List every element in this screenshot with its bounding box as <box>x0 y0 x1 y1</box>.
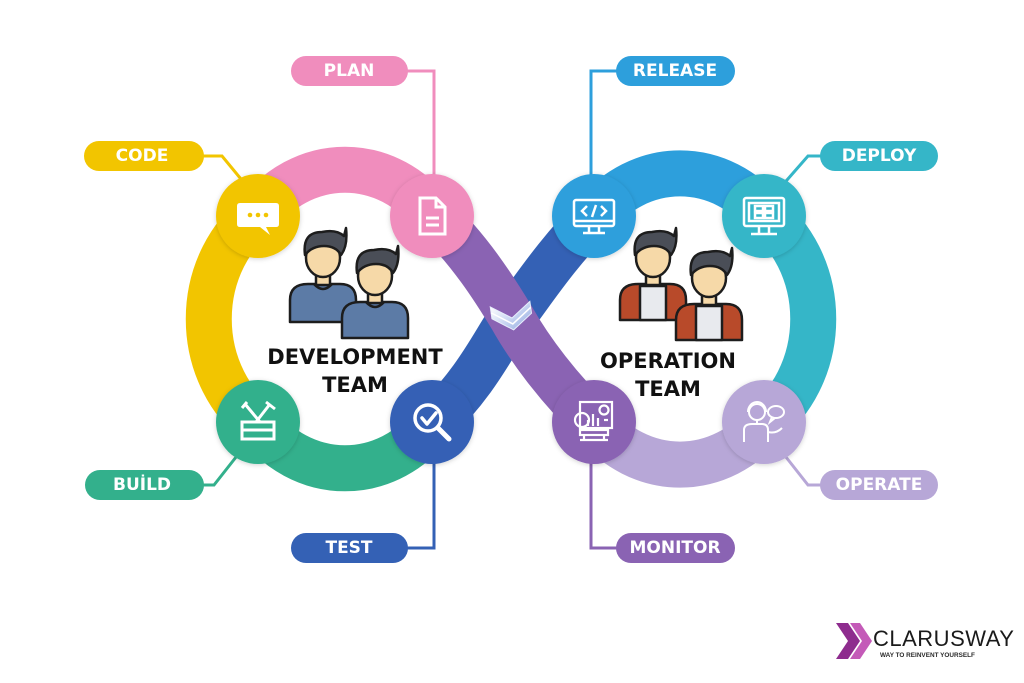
toolbox-icon <box>240 400 276 441</box>
stage-label-deploy: DEPLOY <box>842 146 917 166</box>
stage-label-build: BUİLD <box>113 473 171 495</box>
build-connector <box>198 451 242 487</box>
monitor-code-icon <box>572 198 616 235</box>
operation-team-avatar <box>618 226 744 342</box>
operation-team-label-line2: TEAM <box>635 377 701 401</box>
development-team-avatar <box>288 226 410 340</box>
monitor-connector <box>589 462 624 550</box>
monitor-grid-icon <box>742 196 786 236</box>
stage-pill-deploy[interactable]: DEPLOY <box>820 141 938 171</box>
stage-label-test: TEST <box>325 538 372 558</box>
development-team-label-line1: DEVELOPMENT <box>267 345 443 369</box>
operate-node[interactable] <box>722 380 806 464</box>
release-connector <box>589 69 624 178</box>
release-node[interactable] <box>552 174 636 258</box>
development-team-label-line2: TEAM <box>322 373 388 397</box>
brand-tagline: WAY TO REINVENT YOURSELF <box>880 652 975 659</box>
test-connector <box>400 462 436 550</box>
stage-label-monitor: MONITOR <box>629 538 720 558</box>
plan-connector <box>400 69 436 178</box>
crossing <box>415 197 613 441</box>
dashboard-chart-icon <box>573 400 614 442</box>
stage-label-plan: PLAN <box>324 61 375 81</box>
test-node[interactable] <box>390 380 474 464</box>
stage-pill-test[interactable]: TEST <box>291 533 408 563</box>
stage-pill-operate[interactable]: OPERATE <box>820 470 938 500</box>
double-chevron-logo-icon <box>836 623 872 659</box>
operation-team-label-line1: OPERATION <box>600 349 736 373</box>
stage-pill-release[interactable]: RELEASE <box>616 56 735 86</box>
stage-label-operate: OPERATE <box>836 475 923 495</box>
stage-pill-plan[interactable]: PLAN <box>291 56 408 86</box>
document-icon <box>418 196 447 236</box>
stage-pill-monitor[interactable]: MONITOR <box>616 533 735 563</box>
support-agent-icon <box>743 401 785 442</box>
chevron-down-icon <box>489 300 533 331</box>
stage-label-release: RELEASE <box>633 61 717 81</box>
stage-pill-code[interactable]: CODE <box>84 141 204 171</box>
stage-pill-build[interactable]: BUİLD <box>85 470 204 500</box>
stage-label-code: CODE <box>116 146 169 166</box>
operate-connector <box>780 451 826 487</box>
magnifier-check-icon <box>413 403 452 442</box>
clarusway-logo: CLARUSWAY WAY TO REINVENT YOURSELF <box>836 623 1014 659</box>
chat-bubble-icon <box>237 203 279 235</box>
plan-node[interactable] <box>390 174 474 258</box>
brand-name: CLARUSWAY <box>873 626 1014 651</box>
